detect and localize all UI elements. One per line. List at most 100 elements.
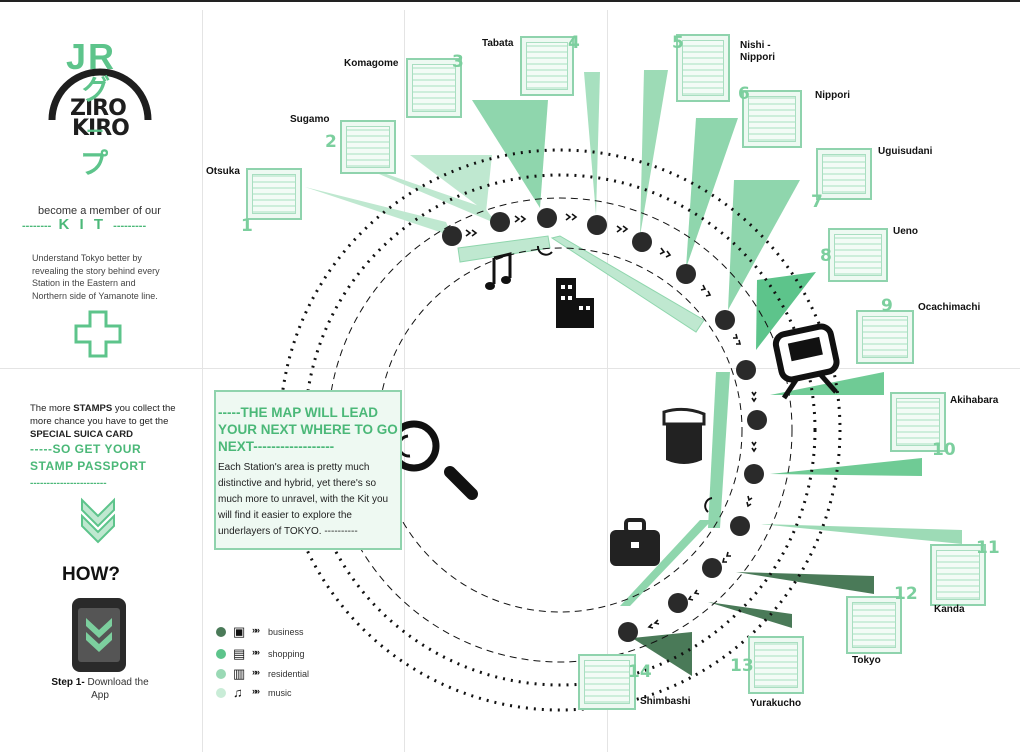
pointer-tokyo [736,572,874,594]
logo-arch-icon [48,68,152,121]
sidebar: JR ZIRO KIRO グ ー プ become a member of ou… [0,0,200,752]
station-label-tabata: Tabata [482,38,514,49]
stamps-info-text: The more STAMPS you collect the more cha… [30,403,176,440]
fold-line [404,10,405,752]
kit-title: -------- K I T --------- [22,216,147,233]
pointer-yurakucho [708,602,792,628]
bag-icon: ▤ [233,646,246,661]
how-title: HOW? [62,564,121,585]
legend-dot [216,627,226,637]
station-label-komagome: Komagome [344,58,399,69]
building-icon [556,278,594,328]
stamp-1[interactable] [246,168,302,220]
stamp-10[interactable] [890,392,946,452]
pointer-uguisudani [728,180,800,310]
station-dot-uguisudani [715,310,735,330]
stamp-number: 11 [976,538,1000,558]
stamp-number: 13 [730,656,754,676]
station-dot-shimbashi [618,622,638,642]
shopping-bag-icon [662,407,706,464]
station-dot-kanda [730,516,750,536]
hook-mark [536,245,553,256]
chevron-right-icon: »» [252,686,260,696]
stamp-number: 9 [881,296,893,316]
station-label-yurakucho: Yurakucho [750,698,802,709]
magnifier-icon [388,420,478,500]
map-box-body: Each Station's area is pretty much disti… [218,462,389,537]
logo-word-bottom: KIRO [72,116,130,141]
stamp-8[interactable] [828,228,888,282]
station-dot-akihabara [744,464,764,484]
station-dot-otsuka [442,226,462,246]
stamp-13[interactable] [748,636,804,694]
briefcase-icon [610,518,660,566]
stamp-number: 4 [568,33,580,53]
station-label-nippori: Nippori [815,90,850,101]
stamp-number: 8 [820,246,832,266]
track-chevrons [465,213,757,629]
top-border [0,0,1020,2]
stamp-3[interactable] [406,58,462,118]
stamp-number: 2 [325,132,337,152]
pointer-nippori [686,118,738,268]
pointer-bar-right [708,372,730,528]
pointer-nishi-nippori [640,70,668,236]
fold-line [202,10,203,752]
station-label-sugamo: Sugamo [290,114,330,125]
station-dot-nippori [676,264,696,284]
pointer-otsuka [305,187,452,236]
stamp-2[interactable] [340,120,396,174]
logo-kana-bottom: プ [80,147,109,180]
step-1-text: Step 1- Download the App [51,677,149,701]
chevron-right-icon: »» [252,647,260,657]
map-info-box: -----THE MAP WILL LEAD YOUR NEXT WHERE T… [214,390,402,550]
logo-kana-top: グ [82,73,111,106]
station-pointers [305,70,962,676]
station-dot-yurakucho [668,593,688,613]
stamp-5[interactable] [676,34,730,102]
stamp-number: 1 [241,216,253,236]
station-dot-tokyo [702,558,722,578]
stamp-number: 7 [811,192,823,212]
stamp-14[interactable] [578,654,636,710]
station-label-tokyo: Tokyo [852,655,881,666]
station-dot-sugamo [490,212,510,232]
stamp-number: 12 [894,584,918,604]
phone-icon[interactable] [0,0,200,680]
station-label-shimbashi: Shimbashi [640,696,691,707]
stamp-7[interactable] [816,148,872,200]
station-dot-okachimachi [747,410,767,430]
become-member-text: become a member of our [38,205,161,217]
pointer-sugamo [346,160,497,224]
pointer-ueno [756,272,816,350]
stamp-passport-cta[interactable]: -----SO GET YOUR STAMP PASSPORT --------… [30,442,147,489]
station-dot-komagome [537,208,557,228]
pointer-bar-left [457,235,551,263]
stamp-number: 3 [452,52,464,72]
plus-icon [74,310,122,358]
briefcase-icon: ▣ [233,624,246,639]
pointer-ocachimachi [770,458,922,476]
stamp-12[interactable] [846,596,902,654]
stamp-9[interactable] [856,310,914,364]
station-dots [442,208,767,642]
stamp-11[interactable] [930,544,986,606]
hook-mark [704,497,713,513]
fold-line [0,368,1020,369]
station-dot-ueno [736,360,756,380]
pointer-bar-center [550,235,705,333]
stamp-4[interactable] [520,36,574,96]
music-note-icon [485,252,512,290]
station-label-nishi-nippori: Nishi - Nippori [740,40,775,63]
music-note-icon: ♫ [233,685,243,700]
stamp-6[interactable] [742,90,802,148]
pointer-tabata [472,100,548,208]
chevron-down-icon [81,497,115,544]
chevron-right-icon: »» [252,667,260,677]
stamp-number: 5 [672,33,684,53]
building-icon: ▥ [233,666,246,681]
train-icon [772,323,840,400]
pointer-bar-diag [620,520,712,606]
station-label-kanda: Kanda [934,604,965,615]
